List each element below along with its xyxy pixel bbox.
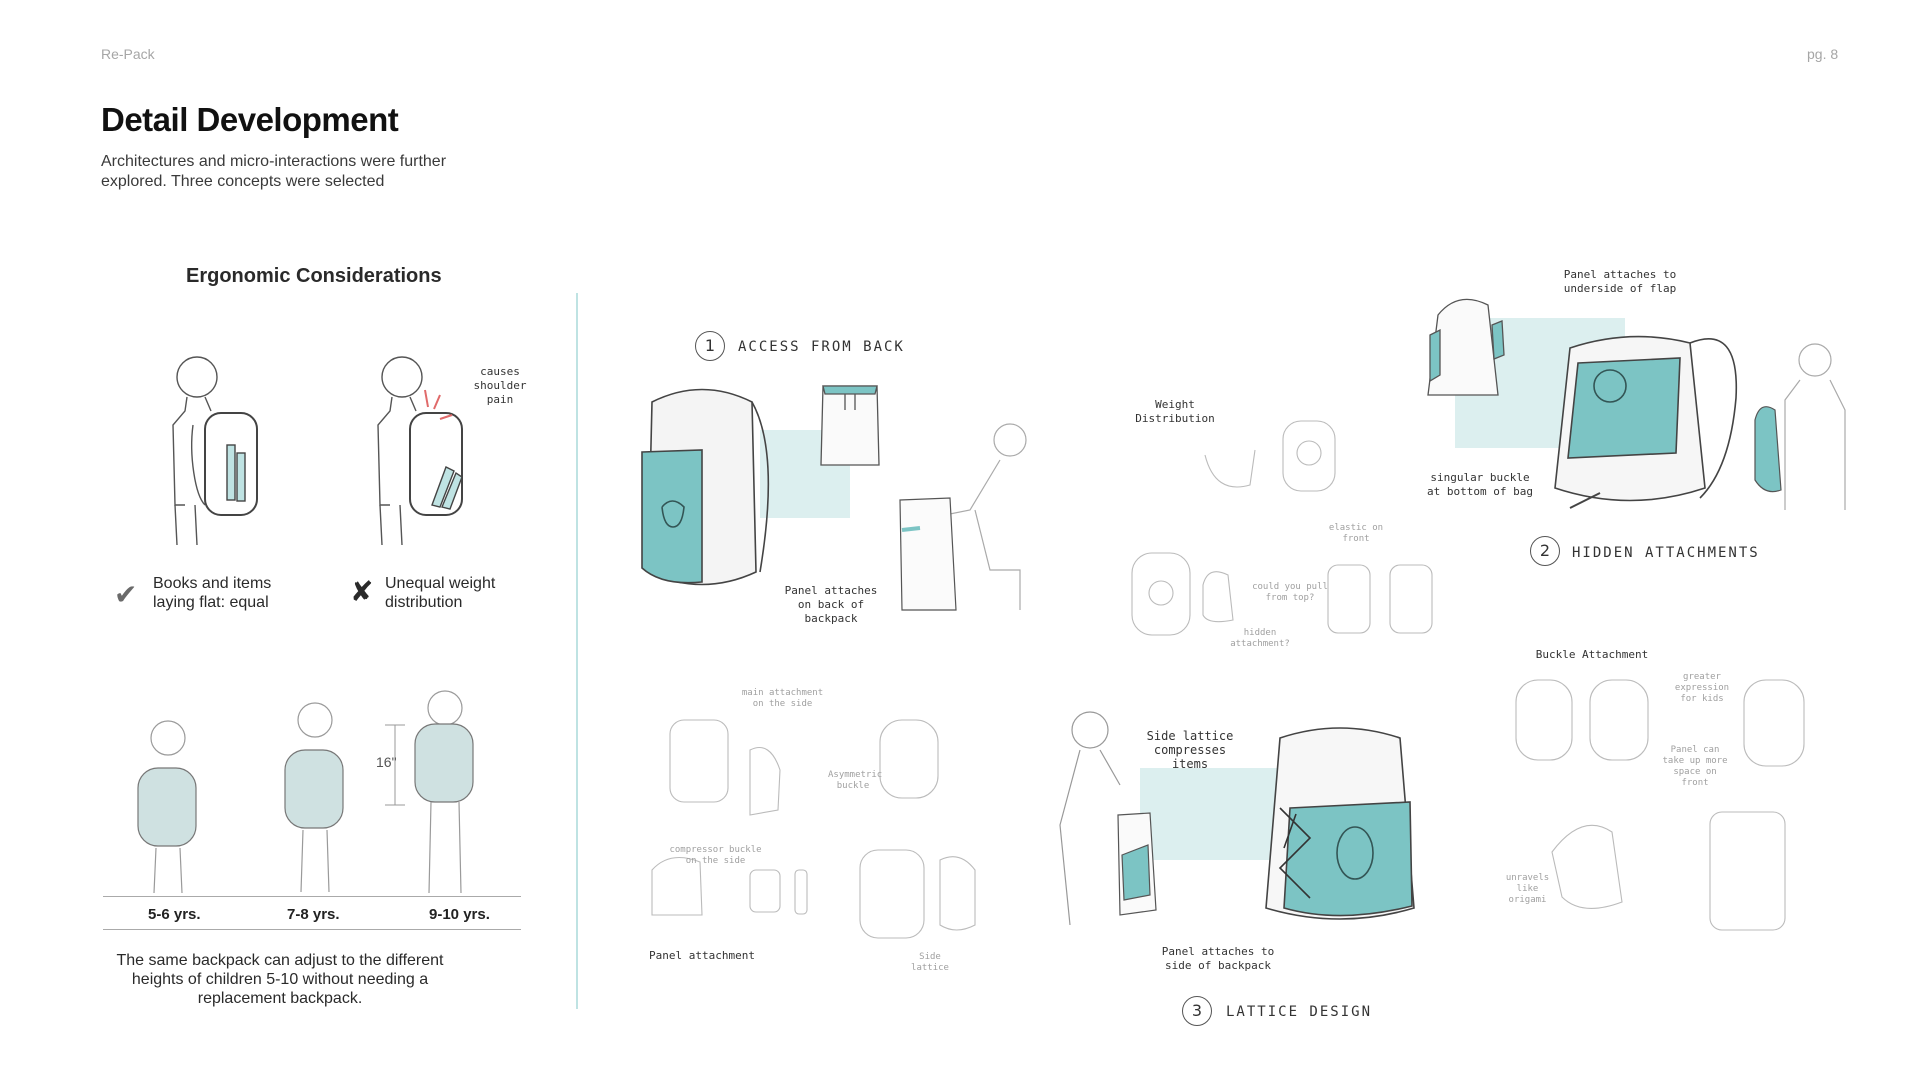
age-underline — [103, 929, 521, 930]
kid-good-posture-sketch — [172, 356, 258, 546]
check-icon: ✔ — [114, 579, 138, 610]
kid-age-3-sketch — [414, 690, 474, 894]
concept-1-note: Panel attaches on back of backpack — [784, 584, 878, 625]
panel-attachment-note: Panel attachment — [649, 949, 755, 962]
kid-age-2-sketch — [284, 702, 344, 893]
concept-3-lattice-note: Side lattice compresses items — [1146, 729, 1234, 771]
weight-distribution-note: Weight Distribution — [1135, 398, 1215, 425]
concept-1-small-bag-sketch — [820, 385, 880, 466]
age-label: 9-10 yrs. — [429, 906, 490, 923]
concept-2-number: 2 — [1530, 536, 1560, 566]
concept-1-backpack-sketch — [641, 388, 770, 586]
concept-2-flap-note: Panel attaches to underside of flap — [1563, 268, 1677, 295]
origami-note: unravels like origami — [1505, 873, 1550, 905]
side-attachment-sketches — [651, 719, 976, 939]
weight-sketch — [1204, 420, 1336, 492]
asym-note: Asymmetric buckle — [828, 770, 883, 791]
side-lattice-note: Side lattice — [911, 952, 949, 973]
kid-age-1-sketch — [137, 720, 197, 894]
space-note: Panel can take up more space on front — [1662, 745, 1728, 788]
brand-label: Re-Pack — [101, 46, 155, 62]
age-label: 7-8 yrs. — [287, 906, 340, 923]
buckle-attachment-title: Buckle Attachment — [1535, 648, 1649, 661]
kid-bad-posture-sketch — [377, 356, 463, 546]
concept-2-open-bag-sketch — [1427, 298, 1505, 396]
expression-note: greater expression for kids — [1674, 672, 1730, 704]
buckle-sketches — [1515, 679, 1805, 931]
pull-note: could you pull from top? — [1252, 582, 1328, 603]
page-number: pg. 8 — [1807, 46, 1839, 62]
concept-3-side-note: Panel attaches to side of backpack — [1161, 945, 1275, 972]
height-marker — [385, 724, 405, 806]
age-label: 5-6 yrs. — [148, 906, 201, 923]
concept-3-number: 3 — [1182, 996, 1212, 1026]
elastic-note: elastic on front — [1328, 523, 1384, 544]
page-title: Detail Development — [101, 101, 399, 138]
concept-2-backpack-sketch — [1554, 335, 1738, 509]
concept-3-wearer-sketch — [1059, 711, 1157, 926]
height-label: 16" — [376, 754, 397, 770]
good-note: Books and items laying flat: equal — [153, 575, 272, 611]
concept-3-title: LATTICE DESIGN — [1226, 1004, 1373, 1020]
section-divider — [576, 293, 578, 1009]
ground-line — [103, 896, 521, 897]
main-side-note: main attachment on the side — [741, 688, 824, 709]
shoulder-pain-label: causes shoulder pain — [473, 365, 527, 406]
cross-icon: ✘ — [350, 576, 374, 607]
ergonomics-title: Ergonomic Considerations — [186, 265, 442, 287]
bad-note: Unequal weight distribution — [385, 575, 496, 611]
concept-1-number: 1 — [695, 331, 725, 361]
concept-2-title: HIDDEN ATTACHMENTS — [1572, 545, 1760, 561]
concept-1-seated-sketch — [899, 423, 1027, 611]
hidden-note: hidden attachment? — [1230, 628, 1290, 649]
bag-variants-sketch — [1131, 552, 1433, 636]
concept-2-buckle-note: singular buckle at bottom of bag — [1427, 471, 1533, 498]
bottom-note: The same backpack can adjust to the diff… — [116, 952, 444, 1007]
concept-1-title: ACCESS FROM BACK — [738, 339, 905, 355]
concept-3-backpack-sketch — [1265, 727, 1415, 920]
page-subtitle: Architectures and micro-interactions wer… — [101, 153, 447, 190]
concept-2-wearer-sketch — [1754, 343, 1846, 510]
compressor-note: compressor buckle on the side — [669, 845, 762, 866]
